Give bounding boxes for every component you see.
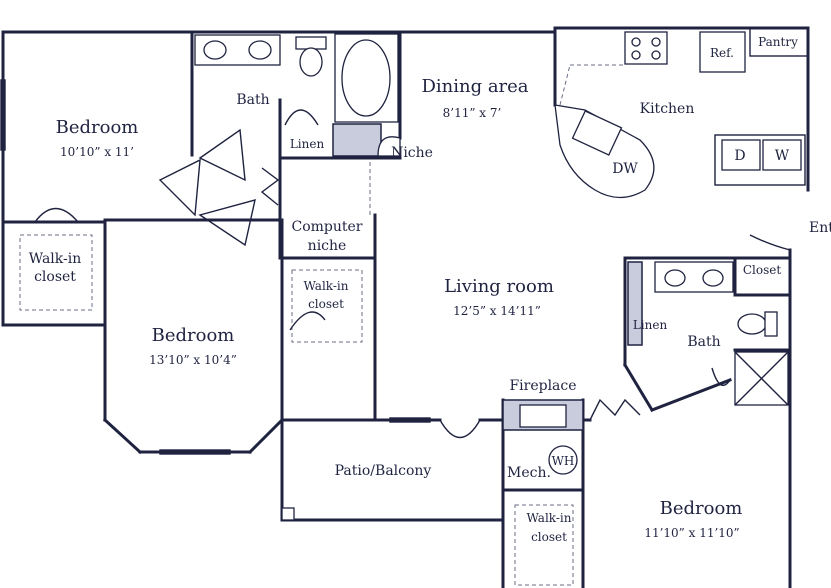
room-name-bedroom-w: Bedroom bbox=[152, 325, 235, 346]
room-name-bath-top: Bath bbox=[236, 92, 269, 108]
room-name-living: Living room bbox=[444, 276, 554, 297]
washer-label: W bbox=[775, 148, 790, 164]
room-dims-bedroom-w: 13’10” x 10’4” bbox=[149, 353, 237, 367]
water-heater-label: WH bbox=[552, 454, 575, 468]
bathtub-icon bbox=[341, 39, 391, 117]
walkin-left-label-2: closet bbox=[34, 269, 76, 285]
dishwasher-label: DW bbox=[612, 161, 638, 177]
computer-niche-label-2: niche bbox=[308, 238, 347, 254]
ref-label: Ref. bbox=[710, 46, 734, 60]
room-dims-dining: 8’11” x 7’ bbox=[443, 106, 502, 120]
refrigerator-icon bbox=[699, 31, 746, 73]
fixtures bbox=[0, 27, 809, 521]
room-dims-living: 12’5” x 14’11” bbox=[453, 304, 541, 318]
room-dims-bedroom-se: 11’10” x 11’10” bbox=[644, 526, 739, 540]
water-heater-icon bbox=[548, 445, 578, 475]
sink-icon bbox=[248, 40, 272, 60]
toilet-icon bbox=[737, 313, 767, 335]
mech-label: Mech. bbox=[507, 465, 551, 481]
linen-top-label: Linen bbox=[290, 137, 325, 151]
fireplace-label: Fireplace bbox=[509, 378, 576, 394]
room-name-bedroom-se: Bedroom bbox=[660, 498, 743, 519]
niche-label: Niche bbox=[391, 145, 433, 161]
linen-right-label: Linen bbox=[633, 318, 668, 332]
walkin-bottom-label-2: closet bbox=[531, 530, 567, 544]
washer-icon bbox=[762, 139, 802, 171]
room-name-bath-right: Bath bbox=[687, 334, 720, 350]
closet-label: Closet bbox=[743, 263, 782, 277]
walls bbox=[1, 26, 810, 588]
entry-label: Ent bbox=[809, 220, 831, 236]
door-swings bbox=[34, 109, 791, 438]
room-name-dining: Dining area bbox=[421, 76, 528, 97]
computer-niche-label-1: Computer bbox=[292, 219, 363, 235]
walkin-mid-label-1: Walk-in bbox=[304, 279, 349, 293]
room-name-kitchen: Kitchen bbox=[640, 101, 695, 117]
dryer-label: D bbox=[734, 148, 745, 164]
sink-icon bbox=[702, 269, 724, 287]
sink-icon bbox=[664, 269, 686, 287]
room-name-bedroom-nw: Bedroom bbox=[56, 117, 139, 138]
sink-icon bbox=[571, 110, 623, 156]
walkin-bottom-label-1: Walk-in bbox=[527, 511, 572, 525]
room-labels: Bedroom 10’10” x 11’ Bedroom 13’10” x 10… bbox=[29, 35, 831, 544]
dryer-icon bbox=[721, 139, 761, 171]
toilet-icon bbox=[299, 47, 323, 77]
room-name-patio: Patio/Balcony bbox=[335, 463, 432, 479]
walkin-mid-label-2: closet bbox=[308, 297, 344, 311]
stove-icon bbox=[624, 31, 668, 65]
walkin-left-label-1: Walk-in bbox=[29, 251, 81, 267]
sink-icon bbox=[203, 40, 227, 60]
room-dims-bedroom-nw: 10’10” x 11’ bbox=[60, 145, 134, 159]
pantry-label: Pantry bbox=[758, 35, 798, 49]
